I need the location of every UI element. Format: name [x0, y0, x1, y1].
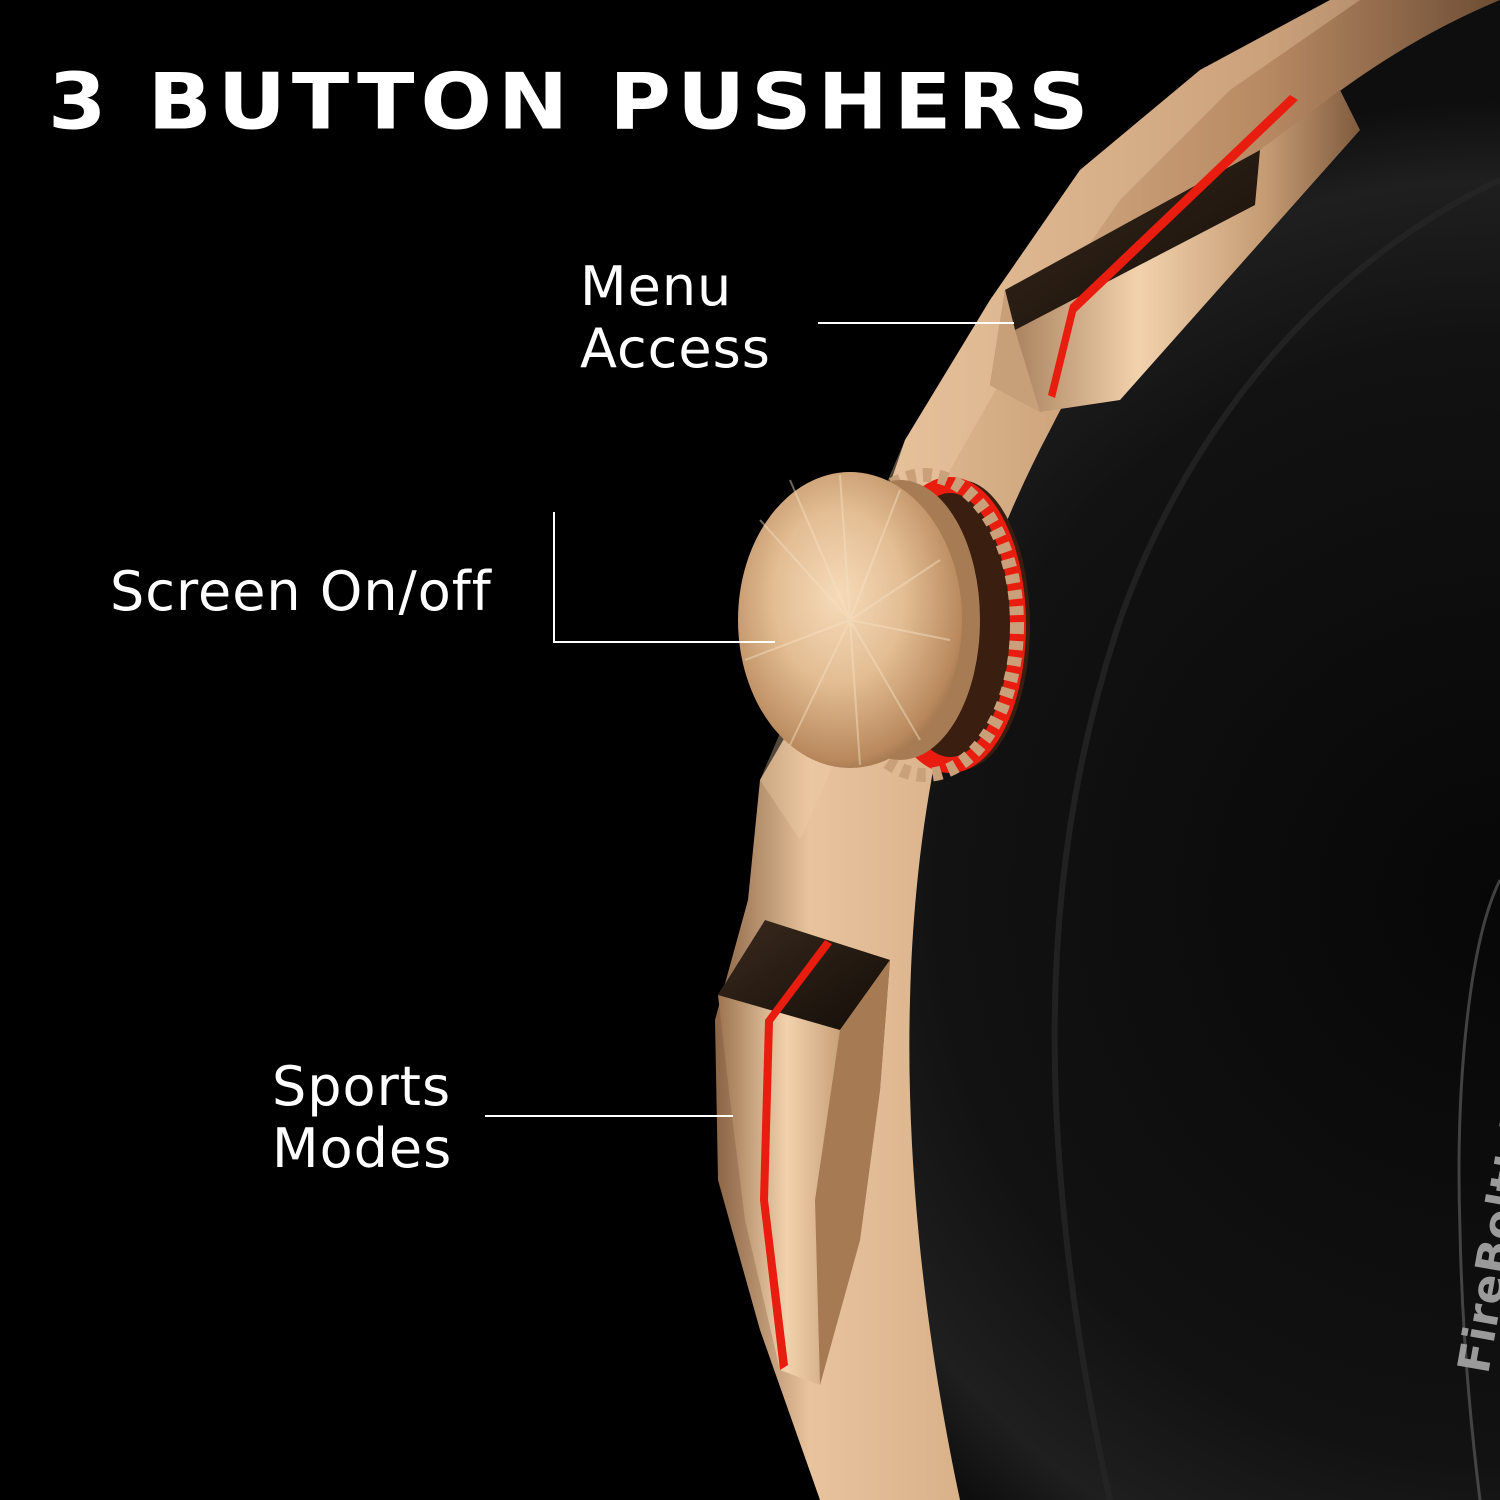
- callout-menu-leader-line: [818, 322, 1014, 324]
- page-title: 3 BUTTON PUSHERS: [48, 56, 1095, 148]
- crown-button: [738, 468, 1030, 782]
- menu-pusher: [990, 90, 1360, 412]
- callout-menu-line1: Menu: [580, 255, 733, 318]
- callout-sports-leader-line: [485, 1115, 733, 1117]
- callout-sports-modes: Sports Modes: [272, 1056, 452, 1180]
- callout-screen-on-off: Screen On/off: [110, 561, 492, 623]
- callout-screen-leader-horizontal: [553, 641, 775, 643]
- callout-screen-leader-vertical: [553, 512, 555, 643]
- callout-screen-line1: Screen On/off: [110, 560, 492, 623]
- callout-sports-line2: Modes: [272, 1117, 453, 1180]
- sports-pusher: [718, 920, 890, 1385]
- callout-menu-access: Menu Access: [580, 256, 771, 380]
- callout-sports-line1: Sports: [272, 1055, 452, 1118]
- callout-menu-line2: Access: [580, 317, 771, 380]
